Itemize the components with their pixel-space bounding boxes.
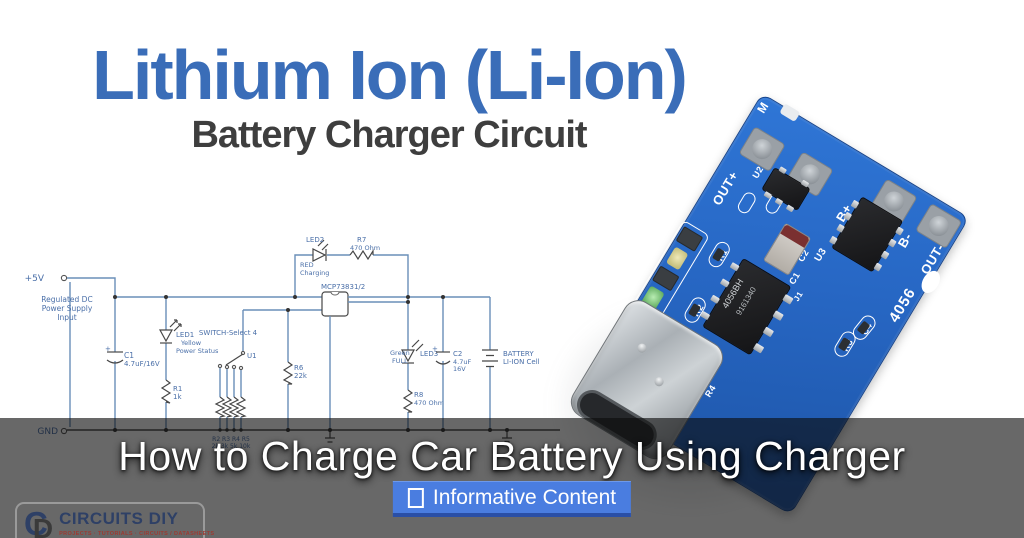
svg-text:+: + — [105, 345, 111, 353]
battery-symbol: BATTERY LI-ION Cell — [482, 297, 540, 430]
led2-loop: LED2 R7 470 Ohm RED Charging — [294, 236, 409, 302]
r1-value: 1k — [173, 393, 182, 401]
switch-label: SWITCH-Select 4 — [199, 329, 258, 337]
circuits-diy-logo[interactable]: C D CIRCUITS DIY PROJECTS · TUTORIALS · … — [15, 502, 214, 538]
ceramic-capacitor — [762, 222, 812, 276]
page-title: Lithium Ion (Li-Ion) — [92, 36, 688, 114]
plus5v-label: +5V — [25, 274, 45, 284]
led2-function: Charging — [300, 269, 329, 277]
pcb-label-m: M — [754, 99, 772, 116]
u1-label: U1 — [247, 352, 257, 360]
input-caption-3: Input — [57, 313, 76, 322]
led1-function: Power Status — [176, 347, 219, 355]
footer-heading: How to Charge Car Battery Using Charger — [118, 433, 906, 479]
r1-name: R1 — [173, 385, 182, 393]
tp4056-chip: 4056BH 9161340 — [700, 257, 794, 356]
usb-dimple — [652, 375, 666, 388]
page-subtitle: Battery Charger Circuit — [191, 114, 587, 156]
led2-color: RED — [300, 261, 314, 269]
r6-value: 22k — [294, 372, 308, 380]
c1-name: C1 — [124, 351, 134, 360]
led1-name: LED1 — [176, 331, 194, 339]
c2-value: 4.7uF — [453, 358, 471, 366]
led3-name: LED3 — [420, 350, 438, 358]
logo-monogram-d: D — [32, 513, 54, 538]
led3-color: Green — [390, 349, 410, 357]
logo-monogram-c: C — [24, 505, 48, 538]
pcb-label-4056: 4056 — [885, 284, 920, 326]
c2-voltage: 16V — [453, 365, 466, 373]
r7-value: 470 Ohm — [350, 244, 380, 252]
r7-name: R7 — [357, 236, 366, 244]
capacitor-c2: + C2 4.7uF 16V — [432, 297, 471, 430]
c2-name: C2 — [453, 350, 462, 358]
pcb-label-j1: J1 — [792, 289, 805, 303]
board-notch — [779, 103, 801, 123]
led2-name: LED2 — [306, 236, 324, 244]
battery-type: LI-ION Cell — [503, 358, 540, 366]
pcb-label-out-plus: OUT+ — [709, 168, 742, 208]
component-outline — [735, 190, 758, 216]
led3-branch: Green FULL LED3 R8 470 Ohm — [390, 302, 444, 430]
yellow-led — [665, 246, 689, 271]
battery-name: BATTERY — [503, 350, 534, 358]
input-caption-2: Power Supply — [42, 304, 93, 313]
header: Lithium Ion (Li-Ion) Battery Charger Cir… — [0, 38, 778, 156]
missing-glyph-icon — [407, 487, 424, 508]
pcb-label-u3: U3 — [812, 246, 830, 264]
logo-tagline: PROJECTS · TUTORIALS · CIRCUITS / DATASH… — [59, 531, 215, 537]
capacitor-c1: + C1 4.7uF/16V — [105, 345, 160, 368]
pcb-label-out-minus: OUT- — [917, 240, 948, 277]
logo-name: CIRCUITS DIY — [59, 509, 179, 528]
solder-pad — [915, 203, 963, 250]
solder-pad — [738, 126, 786, 173]
junction-dots — [113, 295, 509, 432]
component-outline — [705, 239, 733, 270]
supply-terminals: +5V GND Regulated DC Power Supply Input — [25, 274, 116, 437]
footer-overlay — [0, 418, 1024, 538]
ic-label: MCP73831/2 — [321, 283, 365, 291]
r8-name: R8 — [414, 391, 423, 399]
input-caption-1: Regulated DC — [41, 295, 92, 304]
led1-color: Yellow — [180, 339, 202, 347]
led1-branch: LED1 Yellow Power Status R1 1k — [158, 297, 219, 430]
informative-content-badge[interactable]: Informative Content — [392, 481, 632, 517]
c1-value: 4.7uF/16V — [124, 360, 160, 368]
led3-function: FULL — [392, 357, 408, 365]
usb-dimple — [635, 341, 649, 355]
charger-ic: MCP73831/2 — [321, 283, 365, 443]
logo-text-block: CIRCUITS DIY PROJECTS · TUTORIALS · CIRC… — [59, 509, 214, 537]
resistor-r6: R6 22k — [282, 310, 308, 430]
r8-value: 470 Ohm — [414, 399, 444, 407]
r6-name: R6 — [294, 364, 304, 372]
badge-label: Informative Content — [432, 485, 617, 509]
svg-text:+: + — [432, 345, 438, 353]
